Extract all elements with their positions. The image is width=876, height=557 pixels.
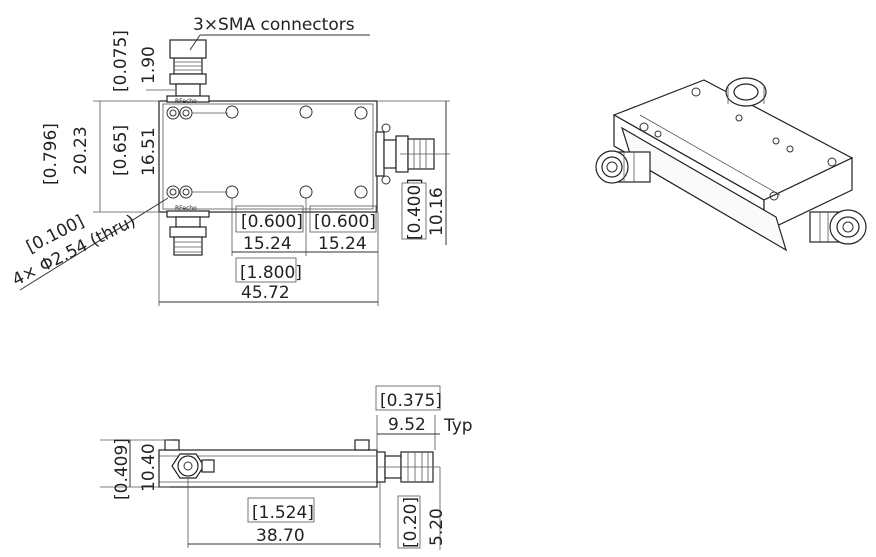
hole-span-mm: 16.51 [139,127,159,176]
pitch2-in: [0.600] [314,212,376,232]
out-offset-mm: 10.16 [427,187,447,236]
isometric-view [595,77,867,252]
side-view: [0.375] 9.52 Typ [0.409] 10.40 [1.524] 3… [100,385,473,550]
hole-span-in: [0.65] [111,125,131,176]
hole-run-in: [1.800] [240,263,302,283]
thick-mm: 10.40 [139,443,159,492]
sma-connector-bottom [166,210,210,256]
center-mm: 38.70 [256,526,305,546]
flange-in: [0.20] [401,497,421,548]
out-offset-in: [0.400] [405,178,425,240]
top-body [158,100,378,213]
conn-len-in: [0.075] [111,30,131,92]
sma-connector-top [166,39,210,103]
flange-mm: 5.20 [427,508,447,546]
mount-hole [166,185,180,199]
thick-in: [0.409] [112,438,132,500]
pitch2-mm: 15.24 [318,234,367,254]
iso-connector-top [725,77,767,107]
top-view: RFecho RFecho 3×SMA connectors [0.100] 4… [9,15,450,306]
pitch1-mm: 15.24 [243,234,292,254]
brand-label-bottom: RFecho [175,205,197,212]
side-overhang-in: [0.375] [380,391,442,411]
iso-connector-left [595,150,651,184]
brand-label-top: RFecho [175,98,197,105]
typ-label: Typ [443,416,473,436]
callout-connectors: 3×SMA connectors [193,15,355,35]
side-connector-left [171,453,215,479]
center-in: [1.524] [252,503,314,523]
conn-len-mm: 1.90 [139,46,159,84]
height-mm: 20.23 [71,126,91,175]
side-overhang-mm: 9.52 [388,415,426,435]
length-mm: 45.72 [241,283,290,303]
mount-hole [166,106,180,120]
pitch1-in: [0.600] [241,212,303,232]
iso-connector-right [809,209,867,245]
height-in: [0.796] [41,123,61,185]
